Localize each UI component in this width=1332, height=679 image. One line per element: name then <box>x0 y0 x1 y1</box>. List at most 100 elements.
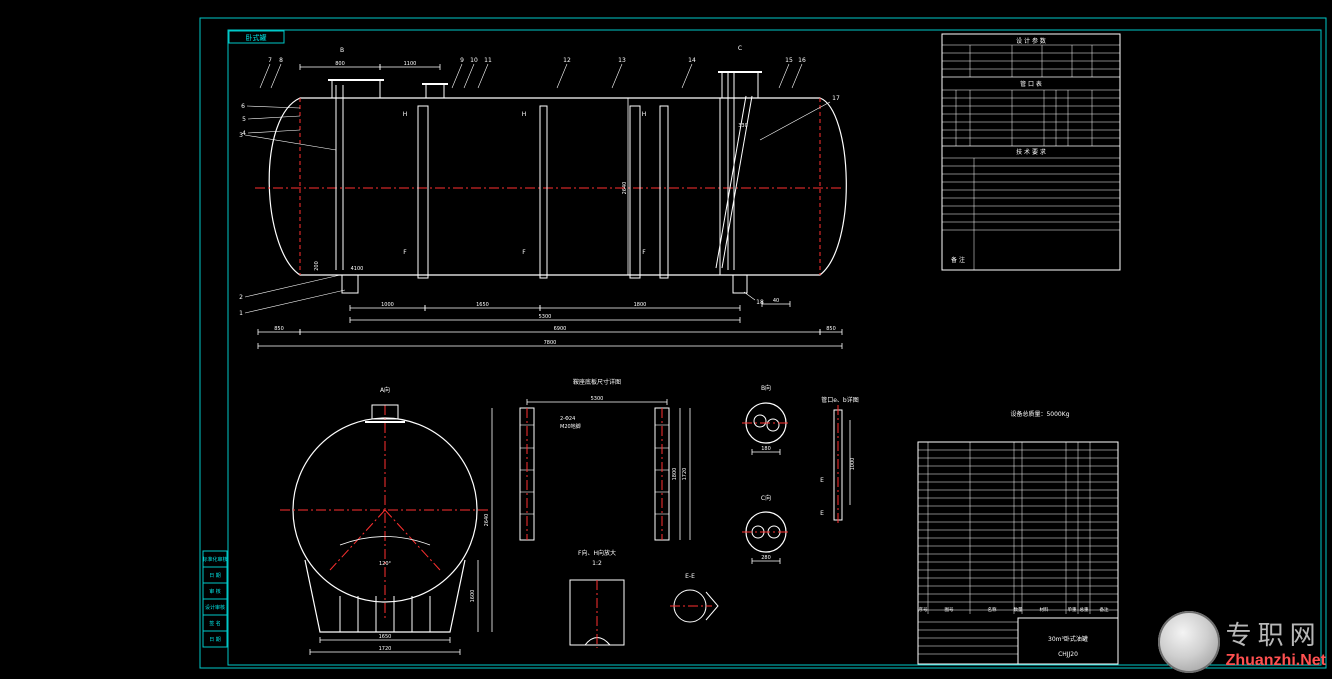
dim-bottom-6: 7800 <box>544 340 557 346</box>
dim-local-3: 330 <box>738 123 748 129</box>
stamp-cell-label: 日 期 <box>209 637 221 643</box>
stamp-cell-label: 签 名 <box>209 620 221 627</box>
stamp-cell-label: 审 核 <box>209 588 221 595</box>
dim-bottom-7: 850 <box>274 326 284 332</box>
part-leader <box>759 101 831 141</box>
section-mark: F <box>642 249 646 256</box>
part-number: 11 <box>484 57 492 64</box>
detail-ee-label: E-E <box>685 573 695 580</box>
part-number: 18 <box>756 299 764 306</box>
part-number: 10 <box>470 57 478 64</box>
side-dim-1: 1650 <box>379 634 392 640</box>
detail-fh-scale: 1:2 <box>592 560 602 567</box>
part-number: 17 <box>832 95 840 102</box>
detail-pipe-label: 管口e、b详图 <box>821 396 859 404</box>
part-leader <box>247 129 301 134</box>
inner-frame <box>227 29 1322 666</box>
baffle-plate <box>629 105 641 279</box>
outer-frame <box>199 17 1327 669</box>
notes-label: 备 注 <box>951 256 965 264</box>
section-mark: F <box>522 249 526 256</box>
part-leader <box>270 63 282 89</box>
baffle-plate <box>539 105 548 279</box>
dim-bottom-5: 6900 <box>554 326 567 332</box>
dim-bottom-4: 5300 <box>539 314 552 320</box>
part-leader <box>246 105 301 109</box>
section-mark: F <box>403 249 407 256</box>
title-block-cell <box>1017 617 1119 665</box>
detail-fh-label: F向、H向放大 <box>578 549 616 557</box>
detail-b-hole <box>753 414 767 428</box>
parts-header-cell: 数量 <box>1014 606 1023 613</box>
detail-c-label: C向 <box>761 494 771 502</box>
part-number: 14 <box>688 57 696 64</box>
weight-note: 设备总质量：5000Kg <box>1010 410 1069 418</box>
part-leader <box>611 63 623 89</box>
stamp-cell-label: 标准化审核 <box>202 556 227 563</box>
baffle-plate <box>659 105 669 279</box>
detail-pipe-dim-label: 1000 <box>850 458 856 471</box>
dim-side-label: 2640 <box>622 182 628 195</box>
stamp-cell-label: 设计审核 <box>205 604 225 611</box>
detail-pipe-mark: E <box>820 477 824 484</box>
part-leader <box>681 63 693 89</box>
parts-header-cell: 名称 <box>988 606 997 613</box>
design-header: 设 计 参 数 <box>1016 37 1046 45</box>
detail-b-hole <box>766 418 780 432</box>
side-dim-v2-label: 1600 <box>470 590 476 603</box>
section-mark: B <box>340 47 344 54</box>
part-leader <box>247 115 301 120</box>
saddle-bolt-label: M20地脚 <box>560 423 581 430</box>
side-dim-v-label: 2640 <box>484 514 490 527</box>
parts-header-cell: 图号 <box>945 607 954 613</box>
dim-top-1: 800 <box>335 61 345 67</box>
dim-local-1: 200 <box>314 261 320 271</box>
detail-b-dim: 180 <box>761 446 771 452</box>
watermark-chinese: 专职网 <box>1225 620 1322 651</box>
watermark: 专职网 Zhuanzhi.Net <box>1157 611 1326 673</box>
part-number: 16 <box>798 57 806 64</box>
inclined-pipe <box>715 95 747 269</box>
dim-bottom-3: 1800 <box>634 302 647 308</box>
part-leader <box>244 274 341 298</box>
part-leader <box>556 63 568 89</box>
part-leader <box>463 63 475 89</box>
part-number: 2 <box>239 294 243 301</box>
part-leader <box>451 63 463 89</box>
parts-header-cell: 总重 <box>1080 606 1089 613</box>
bottom-nozzle <box>732 274 748 294</box>
side-dim-2: 1720 <box>379 646 392 652</box>
saddle-hole-label: 2-Φ24 <box>560 416 575 422</box>
saddle-dim-v-label: 1800 <box>672 468 678 481</box>
dim-bottom-1: 1000 <box>381 302 394 308</box>
section-mark: C <box>738 45 742 52</box>
top-nozzle <box>721 71 759 99</box>
parts-header-cell: 序号 <box>919 606 928 613</box>
watermark-logo-icon <box>1157 611 1220 673</box>
part-leader <box>778 63 790 89</box>
baffle-plate <box>417 105 429 279</box>
connections-header: 管 口 表 <box>1020 80 1042 88</box>
watermark-url: Zhuanzhi.Net <box>1225 651 1326 669</box>
section-mark: H <box>403 111 408 118</box>
part-leader <box>477 63 489 89</box>
section-mark: H <box>642 111 647 118</box>
dim-bottom-8: 850 <box>826 326 836 332</box>
part-number: 7 <box>268 57 272 64</box>
tag-box <box>228 30 285 44</box>
part-leader <box>244 289 346 314</box>
tag-box-text: 卧式罐 <box>246 33 267 42</box>
part-number: 9 <box>460 57 464 64</box>
saddle-detail-label: 鞍座底板尺寸详图 <box>573 378 621 386</box>
saddle-angle-label: 120° <box>379 561 392 567</box>
parts-header-cell: 单重 <box>1068 606 1077 613</box>
part-leader <box>259 63 271 89</box>
drawing-number: CHJJ20 <box>1058 651 1078 658</box>
part-number: 1 <box>239 310 243 317</box>
part-leader <box>244 134 337 151</box>
part-number: 4 <box>242 130 246 137</box>
part-number: 8 <box>279 57 283 64</box>
detail-ee-web <box>705 591 719 621</box>
tech-header: 技 术 要 求 <box>1016 148 1046 156</box>
